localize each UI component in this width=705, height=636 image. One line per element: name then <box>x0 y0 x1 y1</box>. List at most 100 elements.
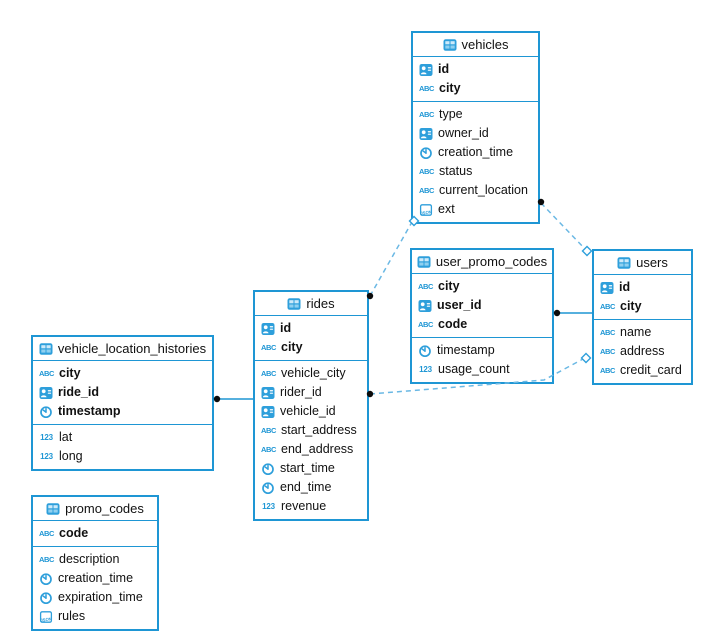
id-type-icon <box>261 322 275 336</box>
column-row[interactable]: creation_time <box>413 143 538 162</box>
column-row[interactable]: revenue <box>255 497 367 516</box>
column-row[interactable]: creation_time <box>33 569 157 588</box>
column-name: timestamp <box>437 343 495 357</box>
column-row[interactable]: city <box>255 338 367 357</box>
column-row[interactable]: id <box>255 319 367 338</box>
table-vehicles[interactable]: vehicles id city type owner_id creation_… <box>411 31 540 224</box>
column-row[interactable]: usage_count <box>412 360 552 379</box>
table-icon <box>417 255 431 269</box>
column-row[interactable]: type <box>413 105 538 124</box>
column-row[interactable]: user_id <box>412 296 552 315</box>
table-user-promo-codes[interactable]: user_promo_codes city user_id code times… <box>410 248 554 384</box>
column-row[interactable]: status <box>413 162 538 181</box>
column-row[interactable]: end_address <box>255 440 367 459</box>
table-users[interactable]: users id city name address credit_card <box>592 249 693 385</box>
text-type-icon <box>418 280 433 294</box>
column-name: ride_id <box>58 385 99 399</box>
table-header[interactable]: vehicle_location_histories <box>33 337 212 361</box>
column-row[interactable]: vehicle_id <box>255 402 367 421</box>
table-vehicle-location-histories[interactable]: vehicle_location_histories city ride_id … <box>31 335 214 471</box>
table-header[interactable]: user_promo_codes <box>412 250 552 274</box>
table-header[interactable]: vehicles <box>413 33 538 57</box>
column-name: long <box>59 449 83 463</box>
column-row[interactable]: city <box>594 297 691 316</box>
column-row[interactable]: city <box>33 364 212 383</box>
table-name: vehicles <box>461 37 509 52</box>
table-icon <box>617 256 631 270</box>
text-type-icon <box>419 184 434 198</box>
column-row[interactable]: description <box>33 550 157 569</box>
json-type-icon <box>39 610 53 624</box>
column-row[interactable]: rules <box>33 607 157 626</box>
table-promo-codes[interactable]: promo_codes code description creation_ti… <box>31 495 159 631</box>
column-row[interactable]: expiration_time <box>33 588 157 607</box>
text-type-icon <box>39 553 54 567</box>
column-row[interactable]: rider_id <box>255 383 367 402</box>
column-name: id <box>619 280 631 294</box>
column-row[interactable]: current_location <box>413 181 538 200</box>
text-type-icon <box>600 326 615 340</box>
relationship-dot <box>213 395 221 403</box>
column-row[interactable]: credit_card <box>594 361 691 380</box>
column-name: name <box>620 325 652 339</box>
column-row[interactable]: start_address <box>255 421 367 440</box>
column-row[interactable]: city <box>412 277 552 296</box>
column-row[interactable]: id <box>594 278 691 297</box>
column-row[interactable]: timestamp <box>412 341 552 360</box>
column-row[interactable]: end_time <box>255 478 367 497</box>
column-row[interactable]: name <box>594 323 691 342</box>
columns-section: timestamp usage_count <box>412 338 552 382</box>
text-type-icon <box>419 108 434 122</box>
text-type-icon <box>600 345 615 359</box>
column-row[interactable]: address <box>594 342 691 361</box>
number-type-icon <box>39 431 54 445</box>
column-row[interactable]: code <box>33 524 157 543</box>
time-type-icon <box>261 481 275 495</box>
primary-key-section: city user_id code <box>412 274 552 338</box>
id-type-icon <box>39 386 53 400</box>
primary-key-section: id city <box>594 275 691 320</box>
table-header[interactable]: promo_codes <box>33 497 157 521</box>
column-name: type <box>439 107 463 121</box>
column-name: end_address <box>281 442 354 456</box>
time-type-icon <box>39 591 53 605</box>
column-row[interactable]: id <box>413 60 538 79</box>
column-row[interactable]: code <box>412 315 552 334</box>
column-row[interactable]: owner_id <box>413 124 538 143</box>
column-name: creation_time <box>58 571 134 585</box>
column-row[interactable]: start_time <box>255 459 367 478</box>
column-name: ext <box>438 202 455 216</box>
column-name: id <box>280 321 292 335</box>
table-header[interactable]: users <box>594 251 691 275</box>
text-type-icon <box>261 367 276 381</box>
table-header[interactable]: rides <box>255 292 367 316</box>
column-row[interactable]: long <box>33 447 212 466</box>
text-type-icon <box>600 364 615 378</box>
relationship-vehicles-users <box>537 198 593 257</box>
primary-key-section: city ride_id timestamp <box>33 361 212 425</box>
column-row[interactable]: timestamp <box>33 402 212 421</box>
column-name: lat <box>59 430 73 444</box>
id-type-icon <box>419 63 433 77</box>
column-row[interactable]: vehicle_city <box>255 364 367 383</box>
time-type-icon <box>261 462 275 476</box>
table-rides[interactable]: rides id city vehicle_city rider_id vehi… <box>253 290 369 521</box>
columns-section: type owner_id creation_time status curre… <box>413 102 538 222</box>
relationship-diamond <box>580 352 592 364</box>
column-name: start_time <box>280 461 335 475</box>
column-row[interactable]: ride_id <box>33 383 212 402</box>
column-row[interactable]: city <box>413 79 538 98</box>
table-name: rides <box>306 296 335 311</box>
column-row[interactable]: lat <box>33 428 212 447</box>
text-type-icon <box>261 341 276 355</box>
column-name: current_location <box>439 183 528 197</box>
time-type-icon <box>418 344 432 358</box>
table-icon <box>39 342 53 356</box>
table-name: vehicle_location_histories <box>57 341 207 356</box>
column-row[interactable]: ext <box>413 200 538 219</box>
column-name: rules <box>58 609 86 623</box>
column-name: city <box>281 340 303 354</box>
column-name: description <box>59 552 120 566</box>
column-name: status <box>439 164 473 178</box>
